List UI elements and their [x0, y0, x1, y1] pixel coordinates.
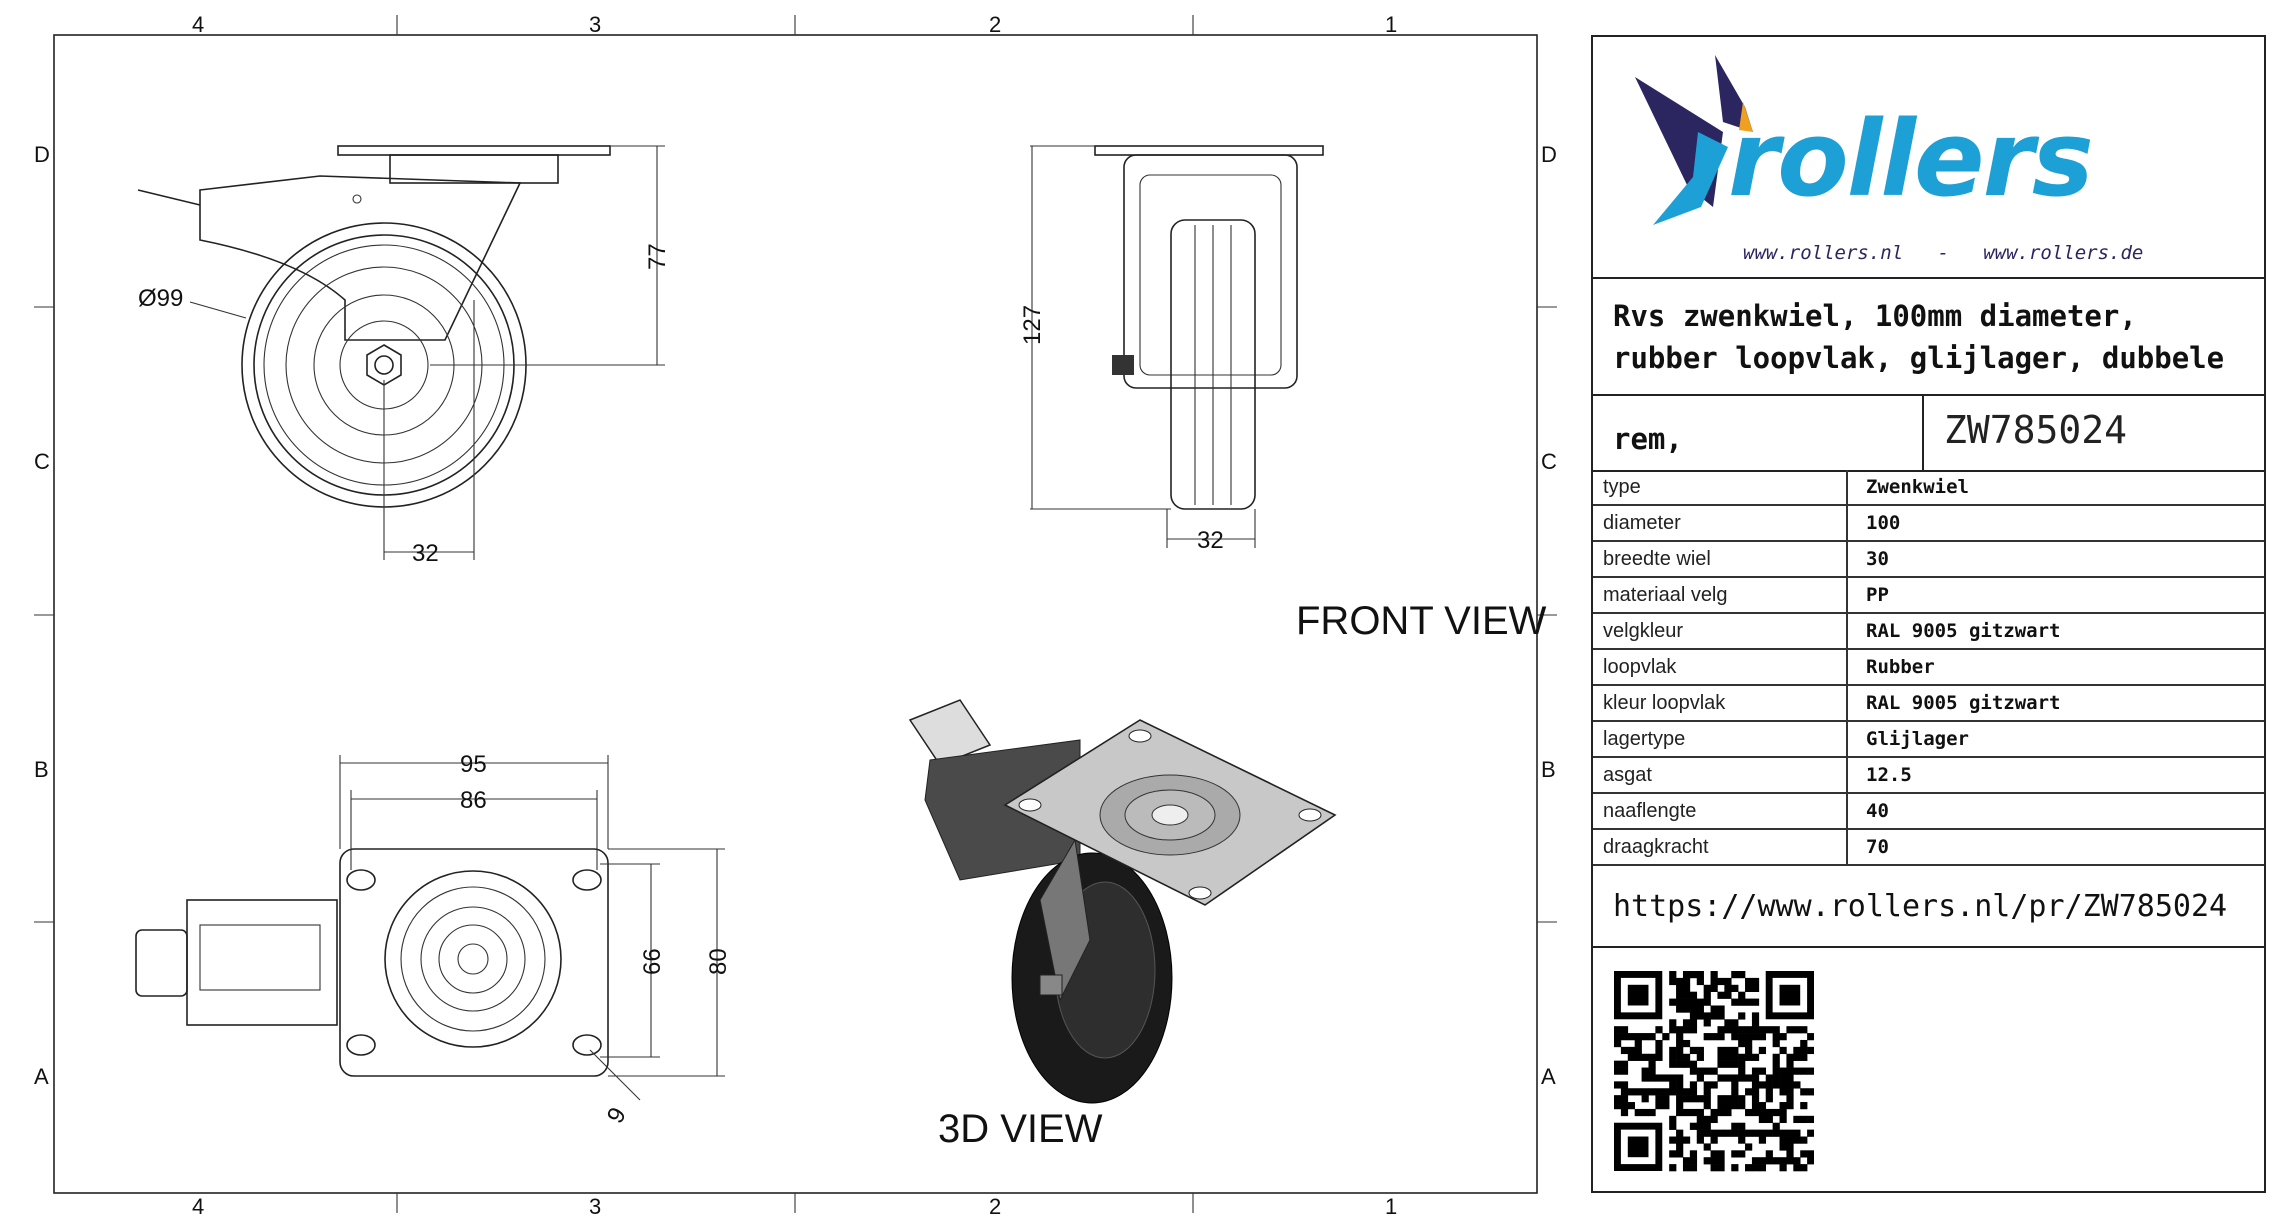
zone-labels: 4 3 2 1 4 3 2 1 D C B A D C B A: [34, 12, 1557, 1219]
dim-front-width: 32: [1197, 527, 1224, 554]
dim-plate-width-outer: 95: [460, 751, 487, 778]
zone-col-label: 2: [989, 12, 1001, 37]
zone-row-label: D: [1541, 142, 1557, 167]
dim-front-height: 127: [1019, 305, 1046, 345]
spec-label: loopvlak: [1593, 649, 1848, 686]
spec-value: Glijlager: [1847, 721, 2264, 758]
product-url[interactable]: https://www.rollers.nl/pr/ZW785024: [1593, 869, 2264, 948]
zone-row-label: A: [1541, 1064, 1556, 1089]
zone-col-label: 4: [192, 12, 204, 37]
spec-value: 12.5: [1847, 757, 2264, 794]
zone-col-label: 4: [192, 1194, 204, 1219]
spec-label: type: [1593, 470, 1848, 506]
spec-label: velgkleur: [1593, 613, 1848, 650]
spec-label: asgat: [1593, 757, 1848, 794]
dim-plate-depth-outer: 80: [705, 948, 732, 975]
3d-view: 3D VIEW: [908, 699, 1337, 1151]
spec-value: 100: [1847, 505, 2264, 542]
front-view: 127 32 FRONT VIEW: [1019, 145, 1547, 643]
spec-value: Zwenkwiel: [1847, 470, 2264, 506]
product-title: Rvs zwenkwiel, 100mm diameter, rubber lo…: [1593, 277, 2264, 396]
spec-label: materiaal velg: [1593, 577, 1848, 614]
title-line: Rvs zwenkwiel, 100mm diameter,: [1613, 299, 2137, 333]
top-view: 95 86 66 80 9: [135, 751, 732, 1128]
spec-label: breedte wiel: [1593, 541, 1848, 578]
rollers-logo: rollers www.rollers.nl - www.rollers.de: [1593, 37, 2264, 279]
spec-label: diameter: [1593, 505, 1848, 542]
logo-brand: rollers: [1728, 98, 2092, 220]
title-block: rollers www.rollers.nl - www.rollers.de …: [1591, 35, 2266, 1193]
dim-side-height: 77: [644, 243, 671, 270]
dim-plate-depth-inner: 66: [639, 948, 666, 975]
zone-col-label: 3: [589, 12, 601, 37]
dim-side-diameter: Ø99: [138, 285, 183, 312]
spec-label: kleur loopvlak: [1593, 685, 1848, 722]
dim-plate-width-inner: 86: [460, 787, 487, 814]
title-line: rem,: [1613, 422, 1683, 456]
zone-row-label: D: [34, 142, 50, 167]
3d-view-label: 3D VIEW: [938, 1107, 1103, 1151]
spec-value: RAL 9005 gitzwart: [1847, 613, 2264, 650]
qr-code: [1614, 971, 1814, 1172]
spec-value: Rubber: [1847, 649, 2264, 686]
product-code: ZW785024: [1922, 394, 2127, 470]
spec-value: PP: [1847, 577, 2264, 614]
zone-col-label: 1: [1385, 12, 1397, 37]
zone-row-label: C: [1541, 449, 1557, 474]
title-line: rubber loopvlak, glijlager, dubbele: [1613, 341, 2225, 375]
dim-hole: 9: [602, 1103, 632, 1128]
spec-label: lagertype: [1593, 721, 1848, 758]
logo-urls: www.rollers.nl - www.rollers.de: [1743, 242, 2143, 264]
spec-label: draagkracht: [1593, 829, 1848, 866]
spec-value: 70: [1847, 829, 2264, 866]
spec-label: naaflengte: [1593, 793, 1848, 830]
product-url-text[interactable]: https://www.rollers.nl/pr/ZW785024: [1613, 889, 2228, 924]
front-view-label: FRONT VIEW: [1296, 599, 1547, 643]
spec-value: 40: [1847, 793, 2264, 830]
zone-row-label: A: [34, 1064, 49, 1089]
spec-value: 30: [1847, 541, 2264, 578]
spec-value: RAL 9005 gitzwart: [1847, 685, 2264, 722]
dim-side-offset: 32: [412, 540, 439, 567]
zone-col-label: 3: [589, 1194, 601, 1219]
zone-col-label: 1: [1385, 1194, 1397, 1219]
zone-ticks: [34, 15, 1557, 1213]
side-view: 77 32 Ø99: [137, 145, 671, 567]
zone-col-label: 2: [989, 1194, 1001, 1219]
zone-row-label: B: [34, 757, 49, 782]
zone-row-label: C: [34, 449, 50, 474]
zone-row-label: B: [1541, 757, 1556, 782]
